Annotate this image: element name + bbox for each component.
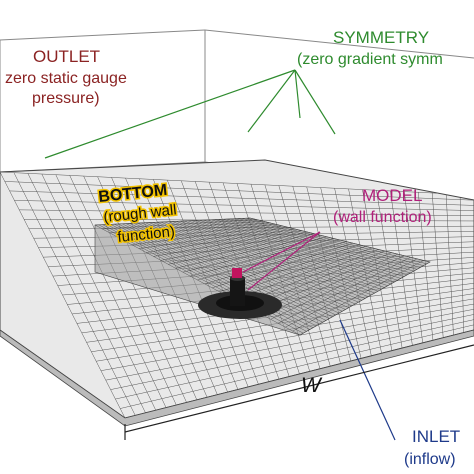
mesh-line	[131, 225, 283, 245]
mesh-line	[102, 219, 257, 230]
inlet-title: INLET	[412, 427, 460, 446]
mesh-line	[0, 171, 474, 196]
leader-lines	[44, 69, 396, 441]
model-title: MODEL	[362, 186, 422, 205]
mesh-line	[292, 260, 424, 332]
width-dimension	[124, 344, 474, 440]
mesh-line	[19, 209, 474, 217]
model-leader-1	[242, 231, 321, 273]
mesh-line	[109, 220, 263, 234]
mesh-line	[168, 233, 315, 265]
mesh-line	[4, 181, 474, 201]
symmetry-leader-3	[294, 69, 301, 119]
outlet-line2: pressure)	[32, 90, 100, 107]
mesh-line	[9, 190, 474, 206]
mesh-line	[100, 303, 474, 371]
mesh-line	[277, 257, 411, 324]
mesh-line	[116, 222, 270, 237]
mesh-line	[204, 241, 347, 285]
mesh-line	[175, 235, 321, 269]
outlet-title: OUTLET	[33, 47, 100, 66]
mesh-line	[197, 239, 341, 281]
mesh-line	[190, 238, 334, 277]
model-leader-2	[247, 231, 321, 291]
mesh-slab-edge	[0, 329, 474, 427]
mesh-line	[124, 224, 276, 241]
mesh-refined-grid	[94, 217, 431, 336]
mesh-line	[110, 314, 474, 390]
inlet-leader	[339, 319, 396, 441]
mesh-line	[153, 230, 302, 257]
mesh-line	[299, 261, 431, 336]
mesh-line	[94, 217, 251, 226]
mesh-line	[263, 253, 398, 316]
symmetry-title: SYMMETRY	[333, 28, 429, 47]
model-pier	[230, 268, 245, 306]
mesh-line	[115, 319, 474, 400]
pier-cap	[232, 268, 242, 278]
symmetry-leader-2	[294, 69, 336, 135]
mesh-line	[160, 231, 308, 261]
mesh-line	[105, 308, 474, 381]
pier-body	[230, 278, 245, 306]
mesh-line	[120, 324, 474, 409]
symmetry-line1: (zero gradient symm	[297, 51, 443, 68]
mesh-line	[285, 258, 418, 328]
width-symbol: W	[301, 374, 323, 397]
mesh-line	[14, 200, 474, 211]
mesh-line	[138, 227, 289, 249]
mesh-line	[270, 255, 405, 320]
mesh-line	[182, 236, 328, 273]
mesh-line	[146, 228, 296, 253]
inlet-line1: (inflow)	[404, 451, 456, 468]
mesh-line	[234, 247, 373, 300]
outlet-line1: zero static gauge	[5, 70, 127, 87]
outlet-leader	[44, 69, 296, 159]
model-line1: (wall function)	[333, 209, 432, 226]
symmetry-leader-1	[247, 69, 296, 133]
mesh-line	[226, 246, 366, 296]
